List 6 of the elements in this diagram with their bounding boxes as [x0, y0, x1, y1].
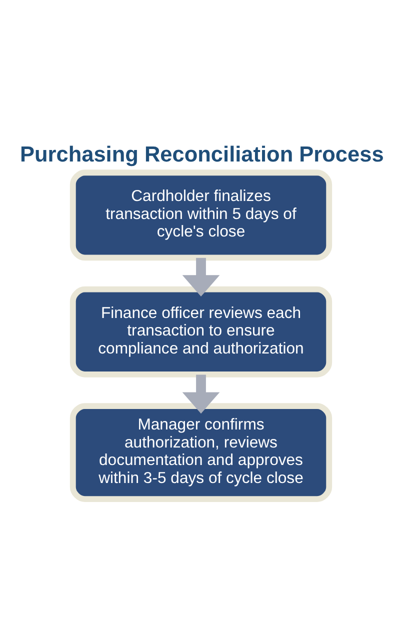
node-box: Cardholder finalizes transaction within 5 days of cycle's close	[70, 169, 332, 260]
diagram-title: Purchasing Reconciliation Process	[20, 140, 384, 166]
node-box: Manager confirms authorization, reviews documentation and approves within 3-5 days of cycle close	[70, 402, 332, 502]
node-box: Finance officer reviews each transaction to ensure compliance and authorization	[70, 286, 332, 377]
arrow	[182, 257, 220, 296]
arrow	[182, 374, 220, 414]
